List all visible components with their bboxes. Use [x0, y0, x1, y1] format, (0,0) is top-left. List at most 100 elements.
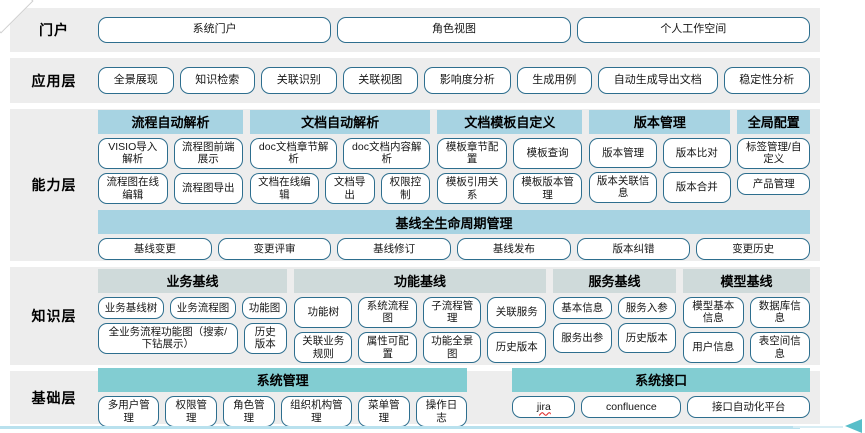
feature-button[interactable]: 组织机构管理 [280, 395, 353, 428]
group-header: 功能基线 [293, 268, 546, 293]
feature-button[interactable]: 关联识别 [261, 67, 337, 94]
feature-button[interactable]: 历史版本 [617, 322, 677, 353]
group-model-baseline: 模型基线 模型基本信息数据库信息 用户信息表空间信息 [683, 268, 811, 364]
button-row: 标签管理/自定义 [737, 137, 810, 169]
feature-button[interactable]: 版本合并 [662, 171, 731, 203]
arrow-connector-line [793, 426, 843, 428]
feature-button[interactable]: VISIO导入解析 [98, 137, 168, 169]
feature-button[interactable]: 版本关联信息 [589, 171, 657, 203]
feature-button[interactable]: 功能图 [242, 296, 287, 319]
feature-button[interactable]: 权限管理 [165, 395, 218, 428]
feature-button[interactable]: 生成用例 [516, 67, 592, 94]
feature-button[interactable]: 权限控制 [380, 173, 431, 205]
feature-button[interactable]: 关联服务 [487, 296, 546, 328]
feature-button[interactable]: 子流程管理 [422, 296, 482, 328]
feature-button[interactable]: 变更评审 [217, 238, 332, 261]
button-row: 全业务流程功能图（搜索/下钻展示）历史版本 [98, 322, 287, 354]
feature-button[interactable]: 菜单管理 [358, 395, 410, 428]
feature-button[interactable]: 关联业务规则 [293, 332, 353, 364]
feature-button[interactable]: 系统门户 [98, 17, 332, 43]
group-version-management: 版本管理 版本管理版本比对 版本关联信息版本合并 [589, 109, 731, 204]
application-button-row: 全景展现知识检索关联识别关联视图影响度分析生成用例自动生成导出文档稳定性分析 [98, 67, 810, 94]
feature-button[interactable]: 版本比对 [662, 137, 731, 168]
feature-button[interactable]: 全景展现 [98, 67, 174, 94]
group-business-baseline: 业务基线 业务基线树业务流程图功能图 全业务流程功能图（搜索/下钻展示）历史版本 [98, 268, 287, 363]
feature-button[interactable]: 用户信息 [683, 332, 744, 364]
feature-button[interactable]: doc文档章节解析 [250, 137, 338, 169]
layer-application: 应用层 全景展现知识检索关联识别关联视图影响度分析生成用例自动生成导出文档稳定性… [10, 58, 820, 103]
feature-button[interactable]: 文档导出 [324, 173, 375, 205]
feature-button[interactable]: 知识检索 [179, 67, 255, 94]
feature-button[interactable]: 产品管理 [737, 173, 810, 195]
button-row: 业务基线树业务流程图功能图 [98, 296, 287, 319]
feature-button[interactable]: 基线修订 [337, 238, 452, 261]
feature-button[interactable]: 接口自动化平台 [687, 395, 811, 418]
feature-button[interactable]: 模板引用关系 [437, 173, 507, 205]
feature-button[interactable]: 服务出参 [552, 322, 612, 353]
button-row: 服务出参历史版本 [552, 322, 677, 353]
group-system-management: 系统管理 多用户管理权限管理角色管理组织机构管理菜单管理操作日志 [98, 367, 468, 428]
feature-button[interactable]: 版本纠错 [576, 238, 691, 261]
feature-button[interactable]: 功能全景图 [422, 332, 482, 364]
feature-button[interactable]: jira [512, 395, 576, 418]
layer-label-portal: 门户 [39, 22, 69, 38]
feature-button[interactable]: 功能树 [293, 296, 353, 328]
feature-button[interactable]: 影响度分析 [424, 67, 511, 94]
feature-button[interactable]: 表空间信息 [749, 332, 811, 364]
button-row: 模板引用关系模板版本管理 [437, 173, 583, 205]
feature-button[interactable]: 关联视图 [342, 67, 418, 94]
bottom-accent-line [0, 426, 800, 429]
feature-button[interactable]: 流程图导出 [173, 173, 244, 205]
feature-button[interactable]: doc文档内容解析 [343, 137, 431, 169]
feature-button[interactable]: 稳定性分析 [723, 67, 810, 94]
feature-button[interactable]: 模板章节配置 [437, 137, 507, 169]
group-process-auto-parse: 流程自动解析 VISIO导入解析流程图前端展示 流程图在线编辑流程图导出 [98, 109, 244, 205]
feature-button[interactable]: 基线变更 [98, 238, 212, 261]
feature-button[interactable]: 系统流程图 [358, 296, 417, 328]
base-groups: 系统管理 多用户管理权限管理角色管理组织机构管理菜单管理操作日志 系统接口 ji… [98, 367, 811, 428]
feature-button[interactable]: 历史版本 [487, 332, 546, 364]
feature-button[interactable]: 操作日志 [415, 395, 468, 428]
feature-button[interactable]: 标签管理/自定义 [737, 137, 810, 169]
feature-button[interactable]: 业务流程图 [170, 296, 236, 319]
group-header: 版本管理 [589, 109, 731, 134]
feature-button[interactable]: 流程图在线编辑 [98, 173, 168, 205]
feature-button[interactable]: 数据库信息 [749, 296, 811, 328]
left-arrow-icon [845, 419, 862, 433]
feature-button[interactable]: 全业务流程功能图（搜索/下钻展示） [98, 322, 238, 354]
feature-button[interactable]: 角色管理 [223, 395, 275, 428]
button-row: 版本管理版本比对 [589, 137, 731, 168]
feature-button[interactable]: 属性可配置 [358, 332, 417, 364]
feature-button[interactable]: 基本信息 [552, 296, 612, 319]
layer-portal: 门户 系统门户角色视图个人工作空间 [10, 8, 820, 52]
feature-button[interactable]: 基线发布 [457, 238, 571, 261]
knowledge-groups: 业务基线 业务基线树业务流程图功能图 全业务流程功能图（搜索/下钻展示）历史版本… [98, 268, 811, 364]
feature-button[interactable]: 角色视图 [337, 17, 571, 43]
feature-button[interactable]: 版本管理 [589, 137, 657, 168]
button-row: 多用户管理权限管理角色管理组织机构管理菜单管理操作日志 [98, 395, 468, 428]
feature-button[interactable]: 模板查询 [512, 137, 583, 169]
button-row: 文档在线编辑文档导出权限控制 [250, 173, 431, 205]
feature-button[interactable]: 模型基本信息 [683, 296, 744, 328]
button-row: 关联业务规则属性可配置功能全景图历史版本 [293, 332, 546, 364]
layer-label-application: 应用层 [31, 72, 77, 89]
feature-button[interactable]: 模板版本管理 [512, 173, 583, 205]
feature-button[interactable]: 文档在线编辑 [250, 173, 319, 205]
layer-label-capability: 能力层 [31, 177, 77, 193]
feature-button[interactable]: 流程图前端展示 [173, 137, 244, 169]
feature-button[interactable]: confluence [581, 395, 682, 418]
feature-button[interactable]: 服务入参 [617, 296, 677, 319]
group-doc-template-custom: 文档模板自定义 模板章节配置模板查询 模板引用关系模板版本管理 [437, 109, 583, 205]
feature-button[interactable]: 个人工作空间 [576, 17, 810, 43]
feature-button[interactable]: 变更历史 [696, 238, 811, 261]
feature-button[interactable]: 自动生成导出文档 [598, 67, 718, 94]
feature-button[interactable]: 业务基线树 [98, 296, 164, 319]
feature-button[interactable]: 多用户管理 [98, 395, 160, 428]
button-row: VISIO导入解析流程图前端展示 [98, 137, 244, 169]
feature-button[interactable]: 历史版本 [243, 322, 287, 354]
baseline-lifecycle-header: 基线全生命周期管理 [98, 210, 810, 235]
